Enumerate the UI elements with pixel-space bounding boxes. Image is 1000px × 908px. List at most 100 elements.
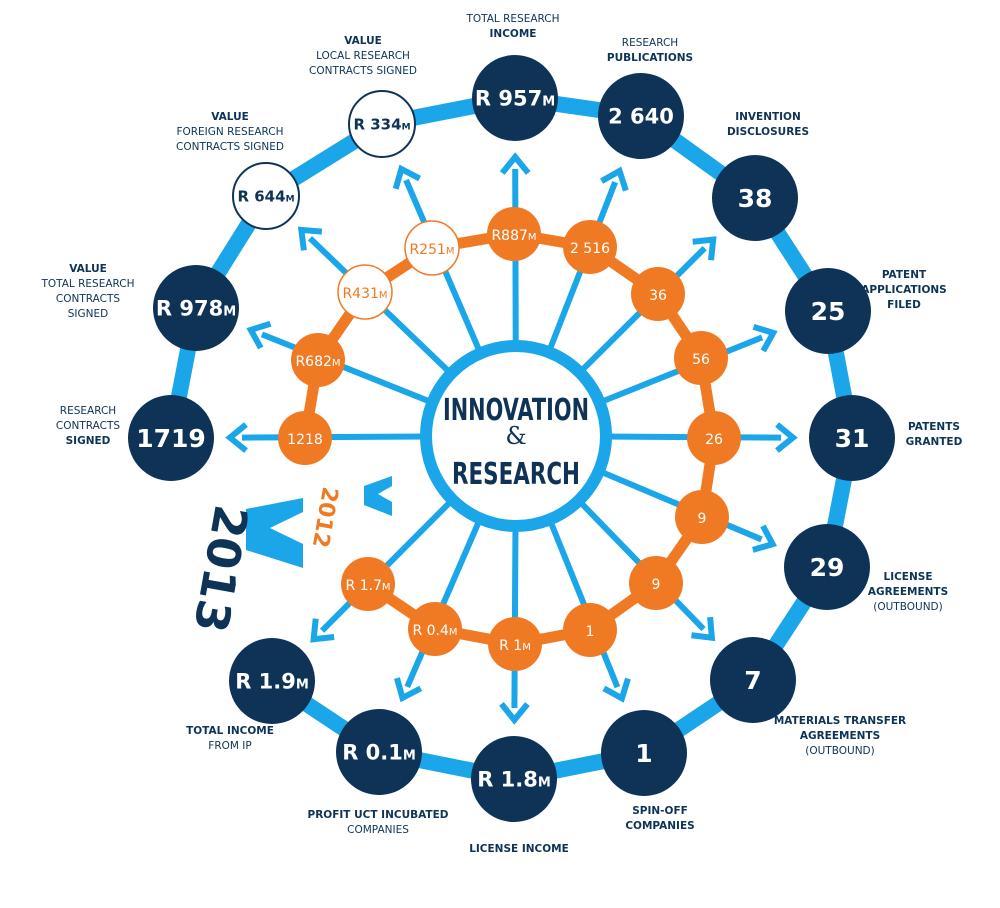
value-2013-text: R 644M [237, 187, 294, 205]
center-title-amp: & [505, 422, 526, 450]
value-2013-unit: M [286, 194, 295, 204]
value-2012-number: R 0.4 [412, 623, 449, 639]
value-2013-unit: M [296, 678, 309, 693]
value-2013-unit: M [403, 749, 416, 764]
value-2012-text: R682M [295, 354, 340, 370]
value-2012-text: 36 [649, 288, 667, 304]
value-2013-text: 1 [635, 739, 652, 768]
value-2012-number: R887 [491, 228, 527, 244]
center-title-line1: INNOVATION [443, 393, 589, 428]
spoke-line [404, 515, 484, 689]
year-2013-label: 2013 [183, 501, 258, 636]
value-2013-number: R 0.1 [342, 741, 403, 765]
metric-label-line: SIGNED [66, 435, 111, 447]
value-2012-bubble [631, 267, 685, 321]
value-2012-text: R 1.7M [345, 578, 390, 594]
value-2013-bubble [710, 637, 796, 723]
value-2013-bubble [601, 710, 687, 796]
value-2013-profit-uct-incubated: R 0.1M [336, 709, 422, 795]
metric-label-line: VALUE [211, 111, 249, 123]
value-2012-number: R431 [342, 286, 378, 302]
value-2013-unit: M [538, 776, 551, 791]
spoke-arrow-icon [602, 677, 631, 703]
spoke-line [260, 331, 436, 407]
value-2012-bubble [404, 220, 460, 276]
label-patents-granted: PATENTS GRANTED [906, 421, 963, 448]
value-2013-spin-off-companies: 1 [601, 710, 687, 796]
value-2012-bubble [674, 331, 728, 385]
value-2012-unit: M [449, 627, 458, 638]
value-2012-bubble [487, 207, 541, 261]
value-2012-text: R431M [342, 286, 387, 302]
value-2013-number: R 1.9 [235, 670, 296, 694]
value-2012-text: R887M [491, 228, 536, 244]
metric-label-line: GRANTED [906, 436, 963, 448]
value-2013-number: R 334 [353, 115, 401, 133]
value-2012-text: 26 [705, 432, 723, 448]
value-2013-text: R 1.8M [477, 768, 551, 792]
metric-label-line: TOTAL RESEARCH [40, 278, 134, 290]
value-2012-number: R 1 [499, 638, 522, 654]
value-2012-total-research-income: R887M [487, 207, 541, 261]
metric-label-line: RESEARCH [60, 405, 116, 417]
value-2012-unit: M [332, 358, 341, 369]
value-2013-number: 1719 [136, 424, 206, 453]
value-2012-number: R682 [295, 354, 331, 370]
value-2012-bubble [563, 603, 617, 657]
metric-label-line: VALUE [344, 35, 382, 47]
value-2013-bubble [784, 524, 870, 610]
value-2012-number: 9 [652, 577, 661, 593]
value-2013-text: 31 [835, 424, 870, 453]
value-2013-unit: M [542, 95, 555, 110]
value-2013-bubble [809, 395, 895, 481]
value-2013-license-income: R 1.8M [471, 736, 557, 822]
value-2013-value-local-research-contracts: R 334M [348, 90, 416, 158]
value-2013-text: 25 [811, 297, 846, 326]
value-2013-number: 31 [835, 424, 870, 453]
value-2012-patents-granted: 26 [687, 411, 741, 465]
value-2013-number: 1 [635, 739, 652, 768]
value-2012-bubble [341, 557, 395, 611]
value-2013-number: 38 [738, 184, 773, 213]
spoke-arrow-icon [394, 677, 423, 703]
value-2013-bubble [128, 395, 214, 481]
value-2013-bubble [232, 162, 300, 230]
value-2013-unit: M [223, 305, 236, 320]
metric-label-line: PATENTS [908, 421, 960, 433]
metric-label-line: AGREEMENTS [800, 730, 880, 742]
spoke-arrow-icon [751, 524, 778, 553]
metric-label-line: RESEARCH [622, 37, 678, 49]
value-2012-number: 2 516 [570, 241, 610, 257]
metric-label-line: PUBLICATIONS [607, 52, 693, 64]
metric-label-line: PROFIT UCT INCUBATED [308, 809, 449, 821]
metric-label-line: INVENTION [735, 111, 801, 123]
metric-label-line: MATERIALS TRANSFER [774, 715, 906, 727]
value-2012-number: 1218 [287, 432, 323, 448]
spoke-line [546, 516, 621, 689]
center-hub [420, 340, 612, 532]
value-2013-patents-granted: 31 [809, 395, 895, 481]
value-2012-bubble [291, 333, 345, 387]
value-2013-number: 7 [744, 666, 761, 695]
value-2013-value-total-research-contracts: R 978M [153, 265, 239, 351]
value-2012-unit: M [379, 290, 388, 301]
value-2013-number: R 957 [475, 87, 542, 111]
value-2012-unit: M [382, 582, 391, 593]
label-research-publications: RESEARCH PUBLICATIONS [607, 37, 693, 64]
value-2012-bubble [488, 617, 542, 671]
metric-label-line: CONTRACTS SIGNED [309, 65, 417, 77]
value-2012-unit: M [446, 246, 455, 257]
value-2012-license-income: R 1M [488, 617, 542, 671]
value-2012-text: 9 [652, 577, 661, 593]
spoke-line [511, 523, 519, 709]
value-2013-bubble [348, 90, 416, 158]
value-2012-text: 9 [698, 511, 707, 527]
value-2012-bubble [675, 490, 729, 544]
